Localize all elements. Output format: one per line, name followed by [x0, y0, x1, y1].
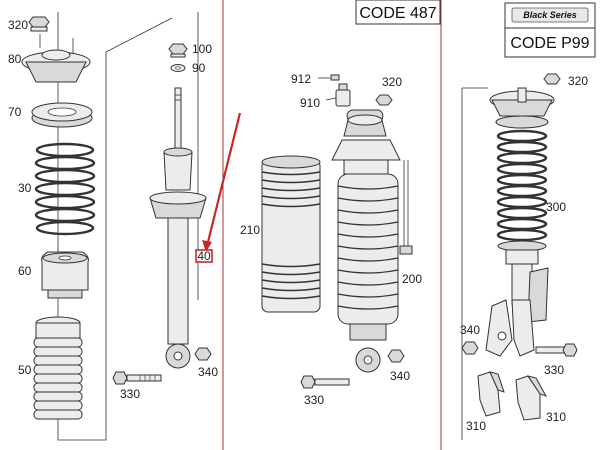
label-80: 80 [8, 52, 22, 66]
bump-stop-60 [41, 251, 89, 299]
highlight-marker-40: 40 [195, 112, 242, 263]
label-910: 910 [300, 96, 320, 110]
label-330-right: 330 [544, 363, 564, 377]
label-330-left: 330 [120, 387, 140, 401]
label-30: 30 [18, 181, 32, 195]
washer-90 [170, 64, 186, 72]
label-310-right: 310 [546, 410, 566, 424]
bearing-ring-70 [31, 102, 93, 128]
code-487-label: CODE 487 [359, 5, 436, 22]
label-200: 200 [402, 272, 422, 286]
bolt-330-mid [300, 375, 350, 389]
leader-910 [325, 97, 337, 101]
shock-absorber-40 [149, 87, 207, 369]
nut-340-mid [387, 349, 405, 363]
nut-340-right [461, 341, 479, 355]
nut-320-left [28, 16, 50, 32]
black-series-badge [511, 7, 589, 23]
label-70: 70 [8, 105, 22, 119]
black-series-label: Black Series [523, 10, 577, 20]
coilover-300 [485, 87, 555, 357]
label-912: 912 [291, 72, 311, 86]
bolt-330-right [535, 343, 578, 357]
label-340-right: 340 [460, 323, 480, 337]
label-40: 40 [197, 249, 211, 263]
code-487-box: CODE 487 [355, 0, 441, 25]
label-340-left: 340 [198, 365, 218, 379]
label-90: 90 [192, 61, 206, 75]
top-mount-80 [21, 34, 91, 83]
label-300: 300 [546, 200, 566, 214]
bolt-330-left [112, 371, 162, 385]
nut-100 [168, 43, 188, 58]
nut-340-left [194, 347, 212, 361]
bellows-sleeve-210 [261, 155, 321, 313]
label-320-left: 320 [8, 18, 28, 32]
label-320-mid: 320 [382, 75, 402, 89]
clip-912 [330, 74, 340, 81]
left-guide-diagonal [105, 17, 173, 53]
label-340-mid: 340 [390, 369, 410, 383]
dust-boot-50 [33, 316, 83, 420]
label-320-right: 320 [568, 74, 588, 88]
label-100: 100 [192, 42, 212, 56]
label-60: 60 [18, 264, 32, 278]
label-210: 210 [240, 223, 260, 237]
label-50: 50 [18, 363, 32, 377]
label-310-left: 310 [466, 419, 486, 433]
code-p99-box: Black Series CODE P99 [504, 2, 596, 58]
code-p99-label: CODE P99 [510, 35, 589, 52]
left-guide-bracket [57, 12, 107, 441]
valve-910 [335, 83, 351, 107]
label-330-mid: 330 [304, 393, 324, 407]
nut-320-mid [375, 94, 393, 106]
bracket-310-left [477, 371, 505, 417]
bracket-310-right [515, 375, 548, 421]
air-strut-200 [331, 109, 413, 373]
coil-spring-30 [34, 142, 96, 236]
nut-320-right [543, 73, 561, 85]
